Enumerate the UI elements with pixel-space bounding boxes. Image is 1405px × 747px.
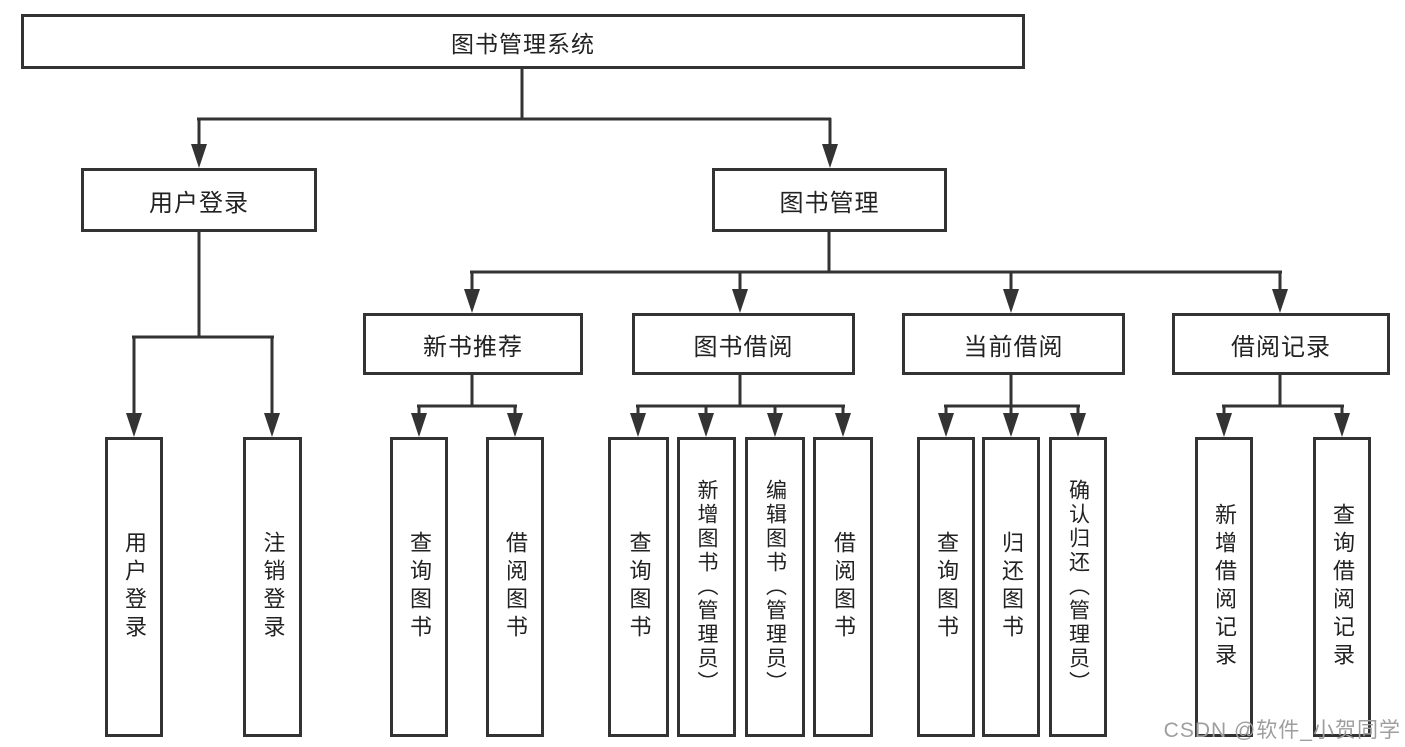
- node-new-book-recommend: 新书推荐: [363, 313, 583, 375]
- node-label: 新增借阅记录: [1212, 503, 1237, 671]
- node-label: 图书管理: [779, 189, 880, 217]
- node-leaf-confirm-return-admin: 确认归还（管理员）: [1049, 437, 1107, 737]
- node-library-management-system: 图书管理系统: [21, 14, 1025, 69]
- node-label: 当前借阅: [963, 333, 1064, 361]
- node-label: 注销登录: [260, 531, 286, 643]
- node-leaf-return-books: 归还图书: [982, 437, 1040, 737]
- node-book-borrowing: 图书借阅: [632, 313, 855, 375]
- node-borrowing-records: 借阅记录: [1172, 313, 1390, 375]
- node-label: 编辑图书（管理员）: [763, 479, 787, 695]
- node-label: 查询图书: [407, 531, 432, 643]
- csdn-watermark: CSDN @软件_小贺同学: [1163, 719, 1401, 742]
- node-label: 确认归还（管理员）: [1066, 479, 1090, 695]
- node-label: 用户登录: [149, 189, 249, 217]
- node-user-login: 用户登录: [81, 168, 317, 232]
- node-label: 用户登录: [122, 531, 147, 643]
- node-current-borrowing: 当前借阅: [902, 313, 1125, 375]
- node-label: 图书借阅: [693, 333, 794, 361]
- node-leaf-query-books-recommend: 查询图书: [390, 437, 448, 737]
- node-label: 新增图书（管理员）: [695, 479, 718, 695]
- node-leaf-borrow-books-borrowing: 借阅图书: [813, 437, 873, 737]
- node-leaf-add-borrow-record: 新增借阅记录: [1195, 437, 1253, 737]
- node-leaf-query-books-current: 查询图书: [917, 437, 975, 737]
- node-label: 新书推荐: [423, 333, 523, 361]
- node-label: 图书管理系统: [451, 30, 595, 57]
- node-leaf-query-books-borrowing: 查询图书: [608, 437, 669, 737]
- node-label: 归还图书: [999, 531, 1024, 643]
- node-label: 借阅图书: [831, 531, 856, 643]
- node-leaf-query-borrow-record: 查询借阅记录: [1313, 437, 1371, 737]
- node-leaf-add-books-admin: 新增图书（管理员）: [677, 437, 736, 737]
- node-leaf-logout: 注销登录: [243, 437, 302, 737]
- node-label: 查询图书: [626, 531, 652, 643]
- node-leaf-user-login: 用户登录: [105, 437, 163, 737]
- node-leaf-borrow-books-recommend: 借阅图书: [486, 437, 544, 737]
- node-label: 查询借阅记录: [1330, 503, 1355, 671]
- node-label: 借阅记录: [1231, 333, 1331, 361]
- node-label: 借阅图书: [503, 531, 528, 643]
- node-book-management: 图书管理: [712, 168, 947, 232]
- node-leaf-edit-books-admin: 编辑图书（管理员）: [745, 437, 805, 737]
- node-label: 查询图书: [934, 531, 959, 643]
